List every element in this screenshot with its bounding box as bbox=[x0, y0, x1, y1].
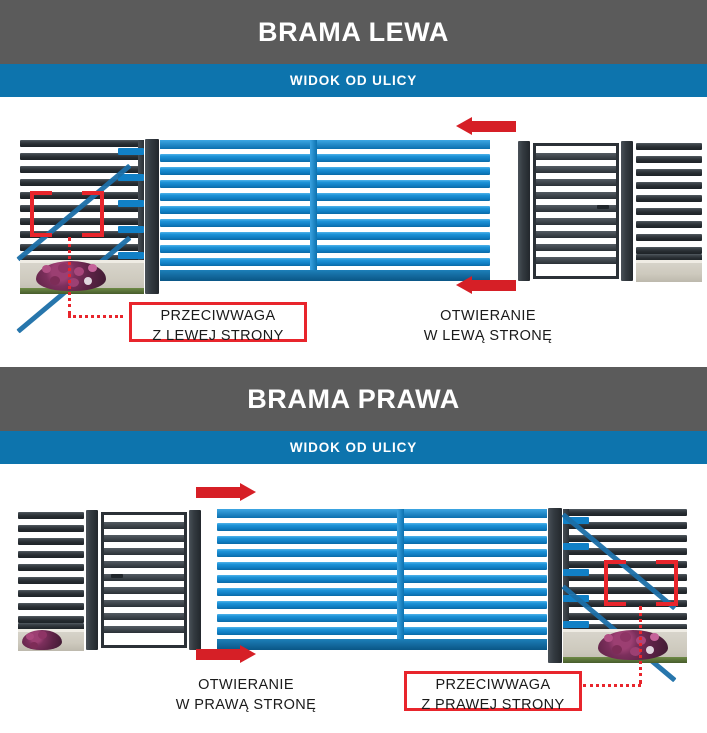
counterweight-highlight-box bbox=[30, 191, 104, 237]
counterweight-stub bbox=[563, 569, 589, 576]
section-2-title: BRAMA PRAWA bbox=[247, 383, 460, 414]
opening-label-line2: W LEWĄ STRONĘ bbox=[423, 328, 553, 344]
counterweight-label-line1: PRZECIWWAGA bbox=[160, 308, 276, 324]
counterweight-label-line2: Z PRAWEJ STRONY bbox=[421, 697, 565, 713]
masonry-wall-right bbox=[636, 260, 702, 282]
counterweight-stub bbox=[563, 517, 589, 524]
counterweight-label-line1: PRZECIWWAGA bbox=[435, 677, 551, 693]
counterweight-stub bbox=[118, 148, 144, 155]
counterweight-highlight-box-2 bbox=[604, 560, 678, 606]
opening-label-2: OTWIERANIE W PRAWĄ STRONĘ bbox=[148, 675, 344, 715]
gate-handle-icon bbox=[597, 205, 609, 209]
furtka-post-right bbox=[621, 141, 633, 281]
leader-line-vertical-2 bbox=[639, 606, 642, 684]
leader-line-vertical bbox=[68, 237, 71, 315]
opening-label-line1: OTWIERANIE bbox=[198, 677, 294, 693]
gate-vertical-divider bbox=[310, 140, 317, 281]
fence-panel-right bbox=[636, 143, 702, 261]
counterweight-label-2: PRZECIWWAGA Z PRAWEJ STRONY bbox=[404, 675, 582, 715]
gate-handle-icon bbox=[111, 574, 123, 578]
gate-vertical-divider bbox=[397, 509, 404, 650]
section-1-title-bar: BRAMA LEWA bbox=[0, 0, 707, 64]
furtka-post-left-2 bbox=[86, 510, 98, 650]
counterweight-stub bbox=[118, 252, 144, 259]
counterweight-label-bracket-2 bbox=[404, 671, 582, 711]
sliding-gate-blue-2 bbox=[217, 509, 547, 650]
gate-post-right bbox=[548, 508, 562, 663]
counterweight-stub bbox=[118, 226, 144, 233]
furtka-post-left bbox=[518, 141, 530, 281]
section-2-illustration: PRZECIWWAGA Z PRAWEJ STRONY OTWIERANIE W… bbox=[0, 464, 707, 733]
opening-label-1: OTWIERANIE W LEWĄ STRONĘ bbox=[390, 306, 586, 346]
counterweight-stub bbox=[563, 543, 589, 550]
counterweight-label-bracket bbox=[129, 302, 307, 342]
section-1-illustration: PRZECIWWAGA Z LEWEJ STRONY OTWIERANIE W … bbox=[0, 97, 707, 365]
section-2-title-bar: BRAMA PRAWA bbox=[0, 367, 707, 431]
opening-label-line1: OTWIERANIE bbox=[440, 308, 536, 324]
pedestrian-gate bbox=[533, 143, 619, 279]
furtka-post-right-2 bbox=[189, 510, 201, 650]
fence-panel-left-2 bbox=[18, 512, 84, 630]
pedestrian-gate-2 bbox=[101, 512, 187, 648]
counterweight-label-line2: Z LEWEJ STRONY bbox=[152, 328, 284, 344]
sliding-gate-blue bbox=[160, 140, 490, 281]
section-1-title: BRAMA LEWA bbox=[258, 16, 449, 47]
counterweight-label-1: PRZECIWWAGA Z LEWEJ STRONY bbox=[129, 306, 307, 346]
section-2-subtitle: WIDOK OD ULICY bbox=[289, 440, 418, 455]
section-1-subtitle-bar: WIDOK OD ULICY bbox=[0, 64, 707, 97]
counterweight-stub bbox=[563, 621, 589, 628]
opening-label-line2: W PRAWĄ STRONĘ bbox=[175, 697, 317, 713]
section-2-subtitle-bar: WIDOK OD ULICY bbox=[0, 431, 707, 464]
counterweight-stub bbox=[118, 200, 144, 207]
counterweight-stub bbox=[118, 174, 144, 181]
section-1-subtitle: WIDOK OD ULICY bbox=[289, 73, 418, 88]
leader-line-horizontal-2 bbox=[583, 684, 641, 687]
leader-line-horizontal bbox=[68, 315, 123, 318]
gate-post-left bbox=[145, 139, 159, 294]
